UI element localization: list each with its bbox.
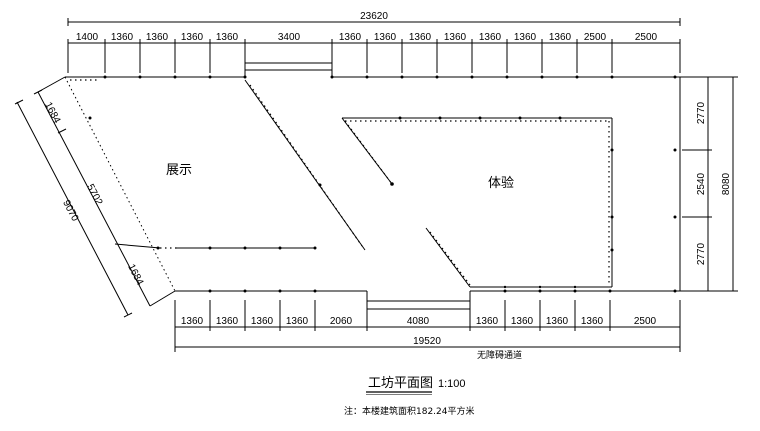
bottom-seg-label: 1360 — [216, 316, 239, 327]
top-seg-label: 1360 — [549, 32, 572, 43]
left-dims — [14, 76, 176, 318]
bottom-seg-label: 1360 — [181, 316, 204, 327]
top-seg-label: 1360 — [374, 32, 397, 43]
column-dots — [88, 75, 677, 293]
top-seg-label: 1360 — [444, 32, 467, 43]
bottom-seg-ticks — [174, 300, 681, 352]
bottom-seg-label: 1360 — [476, 316, 499, 327]
top-seg-labels: 1400 1360 1360 1360 1360 3400 1360 1360 … — [76, 32, 658, 43]
bottom-total-dim: 19520 — [413, 336, 441, 347]
plan-scale: 1:100 — [438, 378, 466, 390]
bottom-seg-label: 4080 — [407, 316, 430, 327]
bottom-seg-label: 1360 — [581, 316, 604, 327]
top-seg-label: 1360 — [111, 32, 134, 43]
right-total-dim: 8080 — [721, 172, 732, 195]
top-seg-label: 3400 — [278, 32, 301, 43]
bottom-seg-label: 2060 — [330, 316, 353, 327]
right-seg-label: 2770 — [696, 242, 707, 265]
area-note: 注：本楼建筑面积182.24平方米 — [344, 405, 475, 417]
bottom-seg-label: 1360 — [546, 316, 569, 327]
plan-title: 工坊平面图 — [368, 376, 433, 391]
top-seg-label: 2500 — [584, 32, 607, 43]
right-seg-label: 2540 — [696, 172, 707, 195]
left-seg-label: 5702 — [84, 182, 104, 207]
bottom-seg-label: 1360 — [511, 316, 534, 327]
top-seg-label: 1400 — [76, 32, 99, 43]
bottom-seg-label: 1360 — [286, 316, 309, 327]
top-total-dim: 23620 — [360, 11, 388, 22]
bottom-seg-label: 1360 — [251, 316, 274, 327]
left-seg-label: 1684 — [42, 100, 62, 125]
bottom-seg-label: 2500 — [634, 316, 657, 327]
left-slanted-wall — [64, 76, 176, 292]
bottom-seg-labels: 1360 1360 1360 1360 2060 4080 1360 1360 … — [181, 316, 657, 327]
top-seg-label: 1360 — [514, 32, 537, 43]
right-seg-label: 2770 — [696, 101, 707, 124]
left-total-dim: 9070 — [60, 198, 80, 223]
top-seg-label: 1360 — [479, 32, 502, 43]
room-experience-label: 体验 — [488, 175, 514, 191]
top-seg-label: 1360 — [146, 32, 169, 43]
top-seg-label: 1360 — [409, 32, 432, 43]
building-outline — [65, 60, 681, 315]
top-seg-label: 2500 — [635, 32, 658, 43]
accessible-path-label: 无障碍通道 — [477, 349, 522, 361]
left-seg-label: 1684 — [125, 262, 145, 287]
top-seg-ticks — [67, 39, 681, 73]
top-seg-label: 1360 — [339, 32, 362, 43]
top-seg-label: 1360 — [181, 32, 204, 43]
top-seg-label: 1360 — [216, 32, 239, 43]
room-display-label: 展示 — [166, 163, 192, 178]
